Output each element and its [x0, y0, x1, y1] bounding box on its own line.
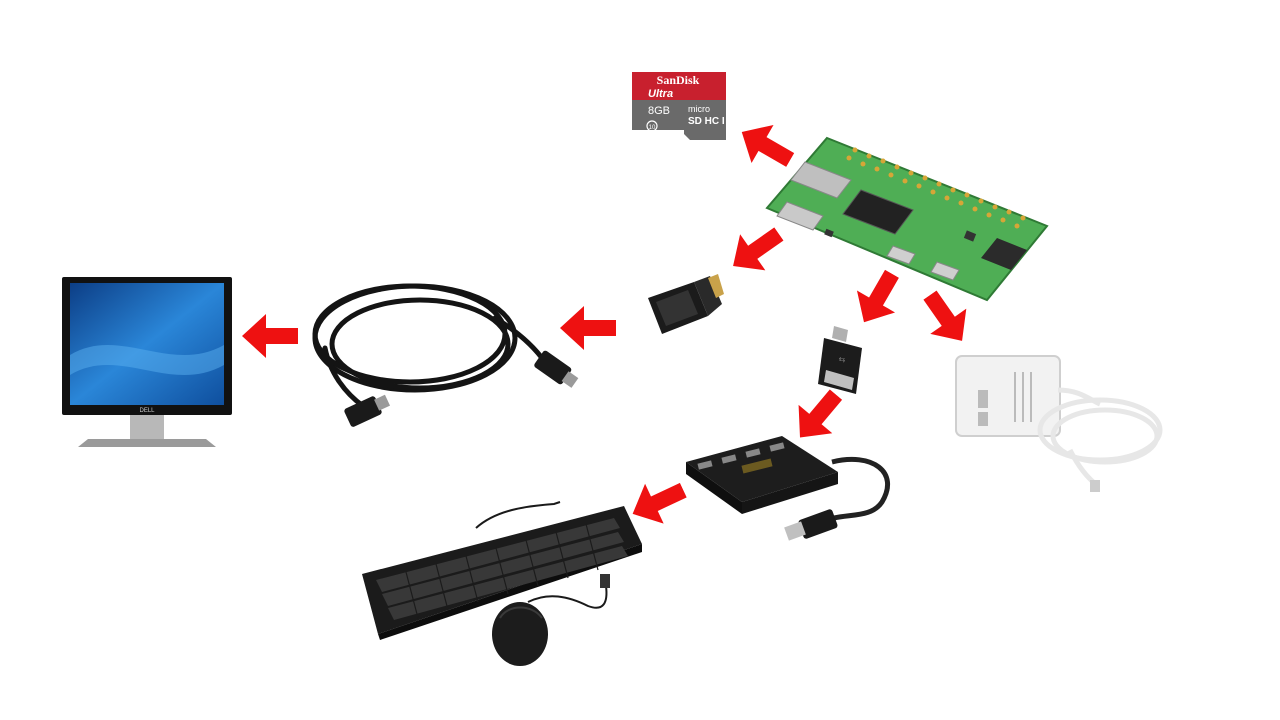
mouse-icon — [488, 572, 620, 668]
sd-line: Ultra — [648, 88, 673, 100]
sd-brand: SanDisk — [657, 73, 700, 87]
sd-class: 10 — [649, 125, 656, 131]
svg-text:SD HC I: SD HC I — [688, 116, 725, 127]
raspberry-pi-zero-icon — [765, 128, 1050, 308]
arrow-icon — [560, 306, 616, 350]
monitor-icon: DELL — [60, 275, 235, 455]
arrow-icon — [731, 113, 801, 179]
arrow-icon — [912, 282, 980, 353]
microsd-card-icon: SanDisk Ultra 8GB micro SD HC I 10 — [630, 70, 730, 142]
hdmi-cable-icon — [305, 278, 579, 438]
sd-type: micro — [688, 104, 710, 114]
arrow-icon — [720, 216, 791, 284]
usb-otg-adapter-icon: ⇆ — [812, 322, 872, 398]
sd-capacity: 8GB — [648, 105, 670, 117]
arrow-icon — [242, 314, 298, 358]
svg-text:DELL: DELL — [139, 408, 155, 414]
arrow-icon — [783, 380, 853, 451]
usb-hub-icon — [682, 432, 902, 544]
arrow-icon — [845, 263, 911, 333]
arrow-icon — [623, 470, 692, 534]
mini-hdmi-adapter-icon — [638, 268, 728, 340]
keyboard-icon — [356, 500, 646, 640]
svg-text:⇆: ⇆ — [839, 355, 846, 364]
power-adapter-icon — [950, 350, 1180, 495]
